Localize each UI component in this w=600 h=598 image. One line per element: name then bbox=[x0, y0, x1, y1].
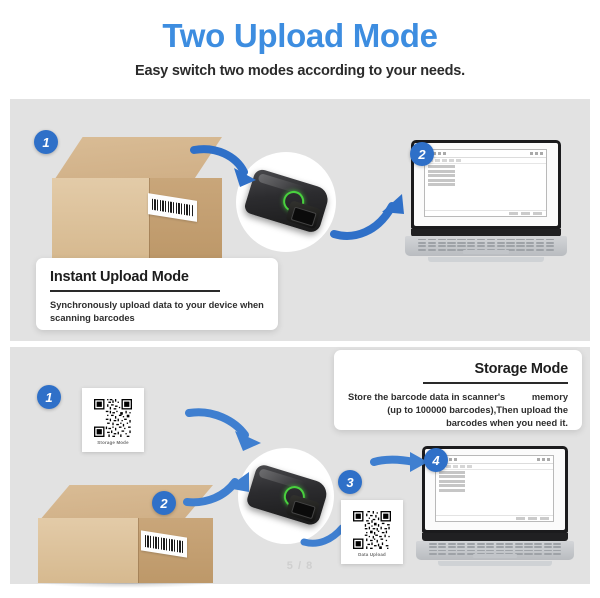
barcode-bars bbox=[152, 198, 193, 217]
storage-mode-divider bbox=[423, 382, 568, 384]
arrow-qr-to-scanner bbox=[185, 408, 261, 451]
step-badge-3-bottom: 3 bbox=[338, 470, 362, 494]
barcode-scanner-instant bbox=[236, 152, 336, 252]
qr-card-data-upload: Data Upload bbox=[341, 500, 403, 564]
arrow-scanner-to-laptop bbox=[330, 194, 404, 240]
box-crease bbox=[38, 518, 139, 583]
laptop-foot bbox=[427, 257, 545, 262]
laptop-base bbox=[405, 228, 567, 262]
laptop-instant bbox=[405, 140, 567, 262]
app-toolbar bbox=[425, 158, 546, 165]
box-front-face bbox=[52, 178, 149, 259]
laptop-deck bbox=[416, 540, 574, 560]
storage-mode-card: Storage Mode Store the barcode data in s… bbox=[334, 350, 582, 430]
app-titlebar bbox=[425, 150, 546, 159]
app-statusbar bbox=[436, 514, 554, 521]
laptop-base bbox=[416, 533, 574, 566]
app-statusbar bbox=[425, 210, 546, 216]
screen-app-window bbox=[424, 148, 547, 218]
arrow-box-to-scanner-storage bbox=[183, 472, 249, 507]
laptop-screen bbox=[425, 449, 565, 531]
page-indicator: 5 / 8 bbox=[286, 560, 314, 572]
qr-label-storage-mode: Storage Mode bbox=[97, 439, 129, 445]
storage-body-line-1: Store the barcode data in scanner's memo… bbox=[348, 391, 568, 404]
laptop-foot bbox=[438, 561, 552, 566]
laptop-hinge bbox=[422, 533, 568, 542]
box-crease bbox=[52, 178, 150, 259]
step-badge-2-bottom: 2 bbox=[152, 491, 176, 515]
instant-upload-divider bbox=[50, 290, 220, 292]
step-badge-1-bottom: 1 bbox=[37, 385, 61, 409]
storage-body-line-2: (up to 100000 barcodes),Then upload the bbox=[387, 404, 568, 415]
app-data-cells bbox=[439, 470, 465, 494]
laptop-keyboard bbox=[428, 542, 562, 555]
storage-body-line-3: barcodes when you need it. bbox=[446, 417, 568, 428]
cardboard-box-storage bbox=[38, 485, 213, 588]
app-window-controls bbox=[529, 152, 543, 156]
app-toolbar bbox=[436, 464, 554, 470]
step-badge-1-top: 1 bbox=[34, 130, 58, 154]
page-subtitle: Easy switch two modes according to your … bbox=[134, 63, 466, 80]
barcode-bars bbox=[145, 535, 183, 553]
instant-upload-card: Instant Upload Mode Synchronously upload… bbox=[36, 258, 278, 330]
qr-card-storage-mode: Storage Mode bbox=[82, 388, 144, 452]
step-badge-2-top: 2 bbox=[410, 142, 434, 166]
qr-label-data-upload: Data Upload bbox=[358, 551, 386, 557]
arrow-qr-data-to-laptop bbox=[370, 452, 428, 472]
step-badge-4-bottom: 4 bbox=[424, 448, 448, 472]
instant-upload-title: Instant Upload Mode bbox=[50, 269, 189, 285]
storage-mode-body: Store the barcode data in scanner's memo… bbox=[348, 391, 568, 431]
arrow-box-to-scanner bbox=[190, 145, 256, 187]
box-front-face bbox=[38, 518, 138, 583]
qr-code-storage-mode bbox=[94, 398, 132, 437]
laptop-deck bbox=[405, 236, 567, 256]
laptop-trackpad bbox=[472, 553, 518, 558]
instant-upload-body: Synchronously upload data to your device… bbox=[50, 299, 264, 323]
storage-body-line-1-right: memory bbox=[531, 391, 568, 402]
box-top-face bbox=[52, 137, 222, 184]
qr-code-data-upload bbox=[353, 510, 391, 549]
barcode-scanner-storage bbox=[238, 448, 334, 544]
app-data-cells bbox=[428, 165, 455, 188]
laptop-lid bbox=[411, 140, 561, 229]
storage-body-line-1-left: Store the barcode data in scanner's bbox=[348, 391, 506, 402]
laptop-trackpad bbox=[463, 249, 509, 254]
laptop-screen bbox=[414, 143, 558, 226]
box-shadow bbox=[41, 578, 210, 588]
laptop-hinge bbox=[411, 228, 561, 237]
page-title: Two Upload Mode bbox=[162, 17, 438, 54]
page-header: Two Upload Mode Easy switch two modes ac… bbox=[0, 0, 600, 79]
screen-app-window bbox=[435, 454, 555, 522]
app-window-controls bbox=[537, 457, 551, 461]
app-titlebar bbox=[436, 456, 554, 465]
storage-mode-title: Storage Mode bbox=[474, 361, 569, 377]
laptop-keyboard bbox=[417, 238, 555, 251]
